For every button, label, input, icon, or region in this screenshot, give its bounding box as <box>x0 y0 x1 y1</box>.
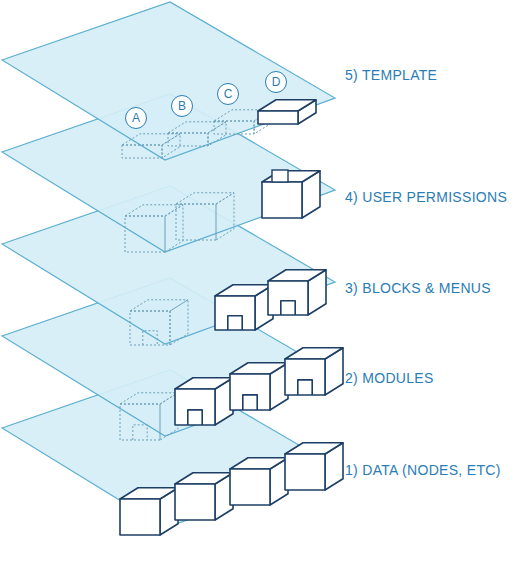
removed-cube <box>165 205 183 252</box>
layer-cube <box>175 484 215 520</box>
layer-cube <box>120 499 160 535</box>
removed-cube <box>170 300 188 345</box>
cube-notch <box>133 425 147 440</box>
removed-cube <box>168 122 226 133</box>
callout-circle: B <box>171 95 193 117</box>
layer-cube <box>230 469 270 505</box>
layer-cube <box>258 100 316 111</box>
layer-cube <box>285 348 343 359</box>
callout-letter: A <box>132 112 140 124</box>
removed-cube <box>125 205 183 216</box>
layer-label: 4) USER PERMISSIONS <box>345 189 507 205</box>
layer-plane <box>2 2 335 160</box>
layer-label: 2) MODULES <box>345 370 434 386</box>
layer-cube <box>285 359 325 395</box>
layer-cube <box>262 171 320 182</box>
cube-notch <box>143 331 157 345</box>
layer-cube <box>285 454 325 490</box>
removed-cube <box>168 133 208 146</box>
layer-cube <box>268 270 326 281</box>
layer-label: 5) TEMPLATE <box>345 67 437 83</box>
callout-letter: B <box>178 100 186 112</box>
layer-cube <box>215 296 255 330</box>
callout-circle: D <box>265 71 287 93</box>
cube-notch <box>243 395 257 410</box>
removed-cube <box>176 193 234 204</box>
removed-cube <box>122 134 180 145</box>
cube-notch <box>228 316 242 330</box>
cube-notch <box>298 380 312 395</box>
cube-notch <box>188 410 202 425</box>
layer-cube <box>258 111 298 124</box>
cube-bump <box>272 170 288 182</box>
layer-cube <box>262 182 302 218</box>
layer-cube <box>175 473 233 484</box>
layer-label: 3) BLOCKS & MENUS <box>345 280 491 296</box>
removed-cube <box>214 121 254 134</box>
removed-cube <box>120 404 160 440</box>
callout-letter: D <box>272 76 281 88</box>
layer-cube <box>230 458 288 469</box>
layer-cube <box>285 443 343 454</box>
layer-cube <box>120 488 178 499</box>
cube-notch <box>281 301 295 315</box>
callout-circle: A <box>125 107 147 129</box>
callout-letter: C <box>224 88 233 100</box>
removed-cube <box>125 216 165 252</box>
removed-cube <box>130 311 170 345</box>
layer-cube <box>268 281 308 315</box>
layer-cube <box>230 363 288 374</box>
layer-cube <box>175 389 215 425</box>
removed-cube <box>216 193 234 240</box>
callout-circle: C <box>217 83 239 105</box>
layer-cube <box>175 378 233 389</box>
removed-cube <box>130 300 188 311</box>
layer-label: 1) DATA (NODES, ETC) <box>345 462 501 478</box>
layer-cube <box>230 374 270 410</box>
layer-cube <box>215 285 273 296</box>
removed-cube <box>122 145 162 158</box>
removed-cube <box>120 393 178 404</box>
removed-cube <box>176 204 216 240</box>
